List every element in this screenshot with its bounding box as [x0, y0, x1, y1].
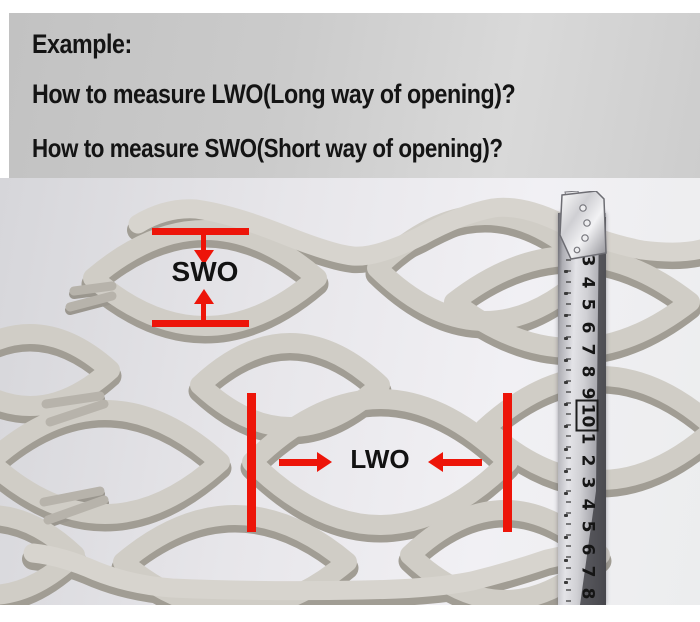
tape-half-tick	[564, 492, 568, 495]
tape-shadow-edge	[580, 217, 606, 605]
lwo-right-arrow-head	[317, 452, 332, 472]
tape-half-tick	[564, 358, 568, 362]
mesh-strand	[113, 505, 357, 605]
example-heading: Example:	[32, 29, 132, 59]
tape-half-tick	[564, 469, 568, 473]
swo-down-arrow-head	[194, 250, 214, 265]
swo-top-line	[152, 228, 249, 235]
lwo-right-arrow-shaft	[279, 459, 317, 466]
swo-question: How to measure SWO(Short way of opening)…	[32, 133, 503, 163]
mesh-cut-stub	[41, 391, 105, 409]
lwo-left-arrow-head	[428, 452, 443, 472]
tape-half-tick	[564, 558, 568, 562]
lwo-right-line	[503, 393, 512, 532]
lwo-left-arrow-shaft	[443, 459, 482, 466]
mesh-cut-stub	[43, 495, 109, 525]
lwo-question: How to measure LWO(Long way of opening)?	[32, 79, 516, 109]
tape-number: 8	[577, 587, 598, 600]
mesh-edge-strand	[23, 543, 575, 601]
tape-half-tick	[564, 336, 568, 340]
tape-half-tick	[564, 403, 568, 407]
tape-half-tick	[564, 292, 568, 296]
tape-hook-clip	[559, 191, 607, 260]
mesh-strand	[444, 246, 700, 358]
tape-half-tick	[564, 270, 568, 273]
mesh-cut-stub	[65, 291, 117, 312]
mesh-cut-stub	[69, 281, 117, 296]
tape-half-tick	[564, 314, 568, 318]
tape-half-tick	[564, 447, 568, 451]
mesh-edge-strand	[128, 197, 700, 266]
tape-half-tick	[564, 514, 568, 518]
mesh-strand	[0, 324, 120, 416]
tape-half-tick	[564, 536, 568, 540]
mesh-strand	[190, 333, 390, 437]
tape-half-tick	[564, 580, 568, 584]
swo-up-arrow-head	[194, 289, 214, 304]
tape-half-tick	[564, 381, 568, 384]
tape-tick-marks	[566, 259, 571, 605]
swo-bottom-line	[152, 320, 249, 327]
tape-half-tick	[564, 425, 568, 429]
lwo-dimension-label: LWO	[350, 444, 410, 474]
swo-down-arrow-shaft	[201, 235, 206, 250]
swo-dimension-label: SWO	[171, 256, 239, 287]
expanded-metal-mesh	[0, 197, 700, 605]
mesh-cut-stub	[45, 399, 109, 427]
mesh-cut-stub	[39, 486, 105, 507]
lwo-left-line	[247, 393, 256, 532]
swo-up-arrow-shaft	[201, 304, 206, 320]
instruction-panel: Example: How to measure LWO(Long way of …	[9, 13, 700, 178]
